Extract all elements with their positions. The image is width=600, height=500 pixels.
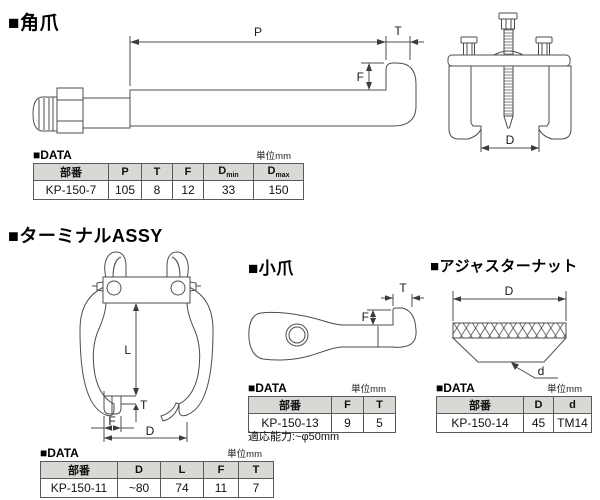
dimension-lines: D d (452, 284, 567, 379)
dimension-lines: D (480, 128, 540, 152)
col-part: 部番 (248, 396, 332, 414)
col-dmin: Dmin (203, 163, 254, 181)
kado-spec-table: 部番 P T F Dmin Dmax KP-150-7 105 8 12 33 … (33, 163, 304, 200)
col-f: F (172, 163, 204, 181)
small-claw-drawing: T F (248, 281, 424, 361)
unit-label: 単位mm (227, 449, 262, 460)
dim-label-f: F (108, 414, 115, 428)
crossbar-and-arms-group (447, 50, 572, 140)
data-label: ■DATA (40, 446, 79, 460)
terminal-data-block: ■DATA 単位mm 部番 D L F T KP-150-11 ~80 74 1… (40, 446, 274, 498)
dim-label-d: D (146, 424, 155, 438)
cell-f: 9 (331, 413, 364, 433)
dim-label-d-big: D (505, 284, 514, 298)
small-claw-spec-table: 部番 F T KP-150-13 9 5 (248, 396, 396, 433)
cell-part: KP-150-7 (33, 180, 109, 200)
claw-arms-group (79, 251, 214, 422)
kado-data-block: ■DATA 単位mm 部番 P T F Dmin Dmax KP-150-7 1… (33, 148, 304, 200)
dimension-lines: L T F D (91, 303, 188, 442)
cell-p: 105 (108, 180, 142, 200)
capacity-note: 適応能力:~φ50mm (248, 431, 340, 443)
col-l: L (160, 461, 204, 479)
table-row: KP-150-7 105 8 12 33 150 (33, 180, 304, 200)
unit-label: 単位mm (547, 384, 582, 395)
table-header-row: 部番 D d (436, 396, 592, 414)
dimension-lines: T F (362, 281, 424, 325)
dim-label-f: F (362, 310, 369, 324)
dim-label-t: T (140, 398, 148, 412)
claw-body-group (129, 62, 417, 127)
data-label: ■DATA (248, 381, 287, 395)
dim-label-t: T (399, 281, 407, 295)
unit-label: 単位mm (351, 384, 386, 395)
col-d: D (523, 396, 554, 414)
cell-part: KP-150-11 (40, 478, 118, 498)
col-f: F (203, 461, 239, 479)
cell-part: KP-150-13 (248, 413, 332, 433)
cell-d: 45 (523, 413, 554, 433)
section-title-terminal-assy: ■ターミナルASSY (8, 226, 163, 246)
section-title-adjuster-nut: ■アジャスターナット (430, 258, 578, 275)
cell-t: 5 (363, 413, 396, 433)
nut-body-group (451, 322, 568, 363)
dimension-lines: P T F (129, 24, 424, 90)
section-title-kado-claw: ■角爪 (8, 13, 59, 34)
cell-dmin: 33 (203, 180, 254, 200)
claw-body-group (248, 307, 417, 361)
data-label: ■DATA (33, 148, 72, 162)
cell-l: 74 (160, 478, 204, 498)
table-header-row: 部番 F T (248, 396, 396, 414)
table-header-row: 部番 P T F Dmin Dmax (33, 163, 304, 181)
bolt-group (32, 87, 131, 134)
plate-group (92, 276, 201, 304)
cell-f: 11 (203, 478, 239, 498)
col-f: F (331, 396, 364, 414)
dim-label-p: P (254, 25, 262, 39)
cell-f: 12 (172, 180, 204, 200)
col-t: T (363, 396, 396, 414)
terminal-spec-table: 部番 D L F T KP-150-11 ~80 74 11 7 (40, 461, 274, 498)
adjuster-spec-table: 部番 D d KP-150-14 45 TM14 (436, 396, 592, 433)
dim-label-f: F (357, 70, 364, 84)
table-header-row: 部番 D L F T (40, 461, 274, 479)
col-t: T (141, 163, 173, 181)
table-row: KP-150-13 9 5 (248, 413, 396, 433)
table-row: KP-150-14 45 TM14 (436, 413, 592, 433)
col-part: 部番 (40, 461, 118, 479)
small-claw-data-block: ■DATA 単位mm 部番 F T KP-150-13 9 5 (248, 381, 396, 433)
terminal-assy-drawing: L T F D (79, 251, 214, 442)
center-screw-group (498, 12, 518, 129)
data-label: ■DATA (436, 381, 475, 395)
kado-claw-drawing: P T F (32, 24, 424, 134)
col-part: 部番 (436, 396, 524, 414)
cell-t: 8 (141, 180, 173, 200)
adjuster-nut-drawing: D d (451, 284, 568, 379)
unit-label: 単位mm (256, 151, 291, 162)
dim-label-l: L (124, 343, 131, 357)
adjuster-data-block: ■DATA 単位mm 部番 D d KP-150-14 45 TM14 (436, 381, 592, 433)
table-row: KP-150-11 ~80 74 11 7 (40, 478, 274, 498)
cell-d: ~80 (117, 478, 161, 498)
col-d: D (117, 461, 161, 479)
side-bolts-group (460, 36, 553, 56)
dim-label-d: D (506, 133, 515, 147)
dim-label-t: T (394, 24, 402, 38)
cell-d-small: TM14 (553, 413, 592, 433)
cell-dmax: 150 (253, 180, 304, 200)
section-title-small-claw: ■小爪 (248, 259, 294, 278)
col-t: T (238, 461, 274, 479)
cell-part: KP-150-14 (436, 413, 524, 433)
col-p: P (108, 163, 142, 181)
dim-label-d-small: d (538, 364, 545, 378)
col-dmax: Dmax (253, 163, 304, 181)
cell-t: 7 (238, 478, 274, 498)
col-d-small: d (553, 396, 592, 414)
col-part: 部番 (33, 163, 109, 181)
puller-drawing: D (447, 12, 572, 152)
